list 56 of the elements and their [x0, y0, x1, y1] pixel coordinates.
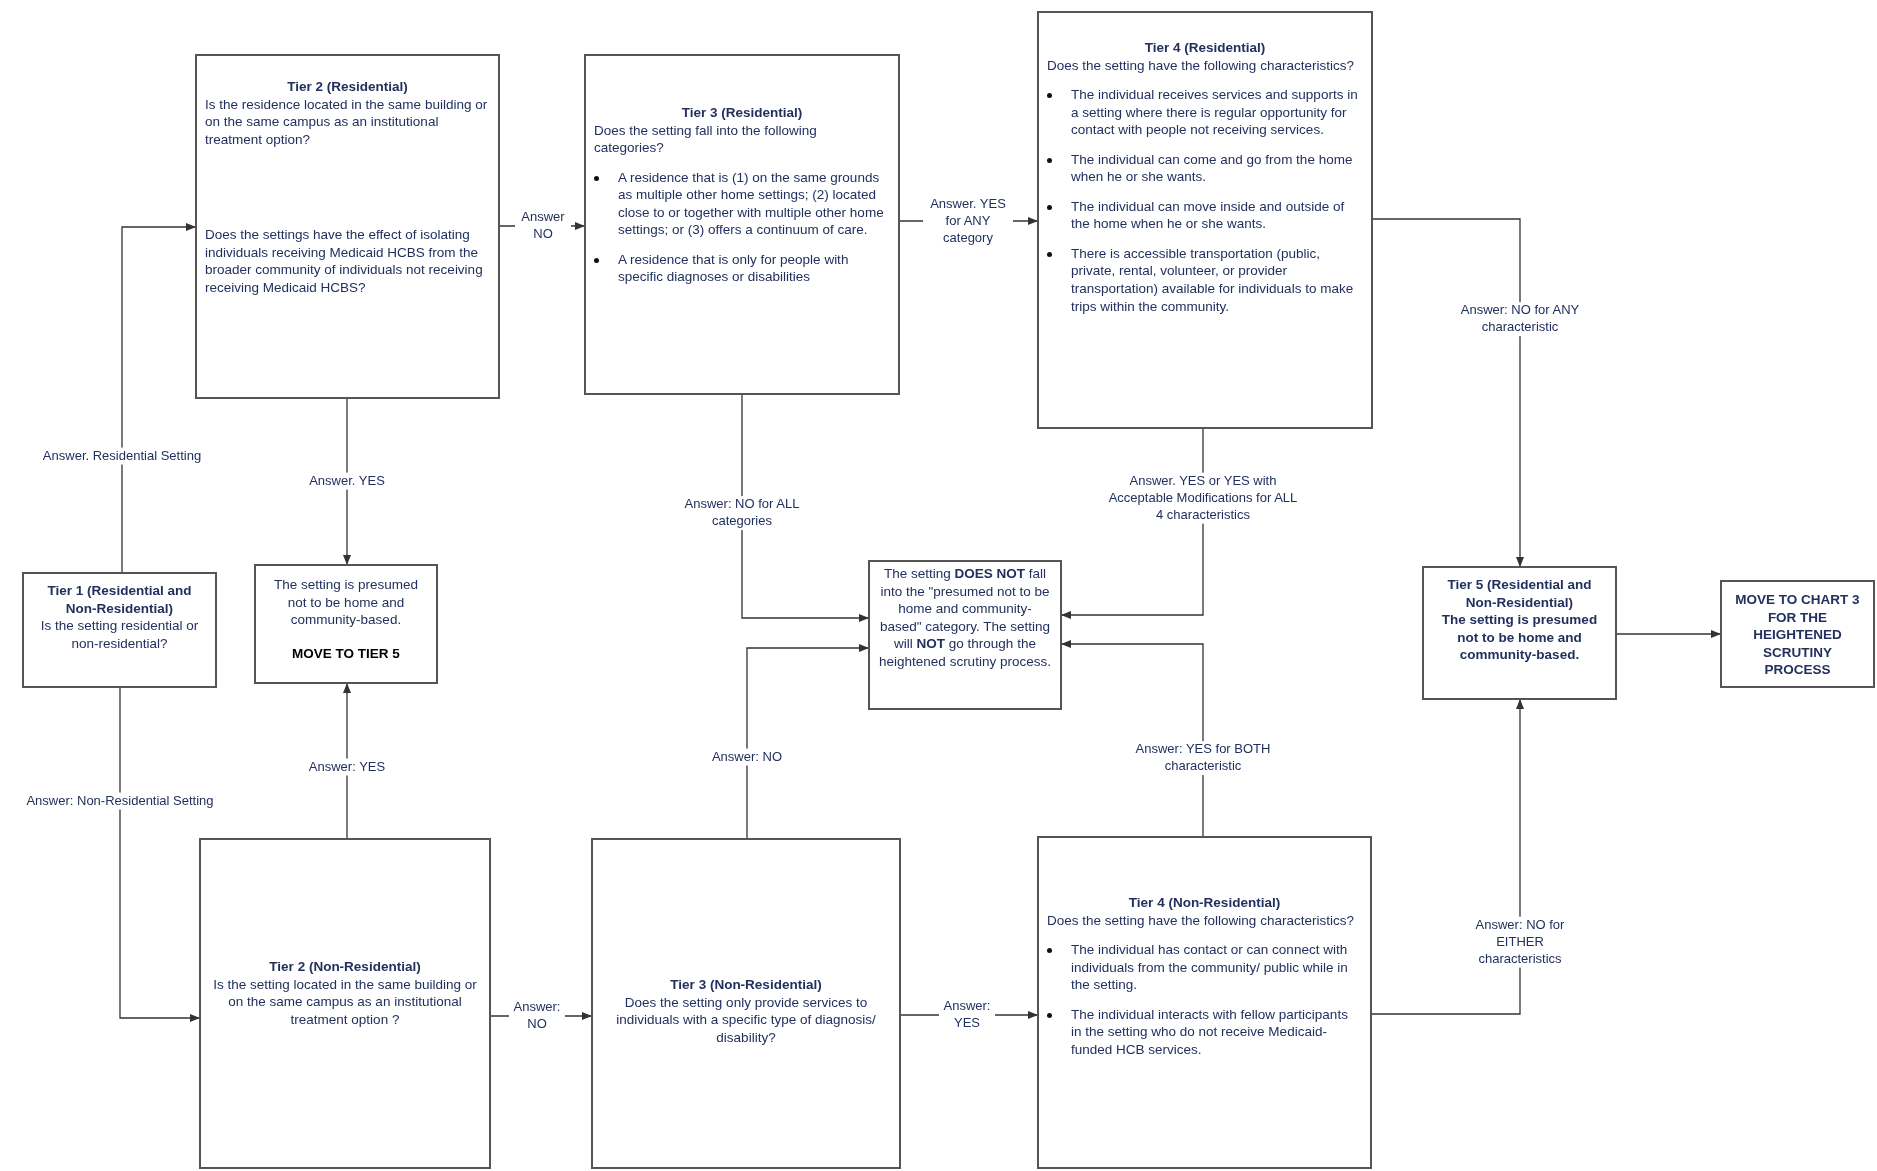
process-box: [254, 564, 438, 684]
edge-label: Answer: YES: [306, 758, 388, 776]
arrow: [741, 394, 869, 622]
box-text: Is the setting located in the same building or on the same campus as an institutional treatment option ?: [212, 975, 478, 1029]
process-box: [1037, 836, 1372, 1169]
box-heading: Tier 2 (Residential): [286, 78, 409, 96]
box-heading: Tier 1 (Residential and Non-Residential): [46, 582, 193, 618]
box-heading: MOVE TO CHART 3 FOR THE HEIGHTENED SCRUTINY PROCESS: [1734, 591, 1861, 679]
box-heading: The setting is presumed not to be home and community-based.: [1440, 611, 1599, 664]
bullet-text: The individual can move inside and outside of the home when he or she wants.: [1071, 197, 1346, 233]
edge-label: Answer. YES: [307, 472, 387, 490]
box-text: The setting DOES NOT fall into the "presumed not to be home and community-based" category. The setting will NOT go through the heightened scrutiny process.: [878, 565, 1052, 671]
box-heading: Tier 4 (Non-Residential): [1127, 894, 1282, 912]
edge-label: Answer: NO: [709, 748, 785, 766]
process-box: [22, 572, 217, 688]
bullet-text: The individual can come and go from the home when he or she wants.: [1071, 150, 1354, 186]
box-text: Is the residence located in the same building or on the same campus as an institutional treatment option?: [205, 95, 489, 149]
arrow: [1371, 699, 1524, 1015]
box-text: Does the setting have the following characteristics?: [1047, 911, 1355, 930]
process-box: [591, 838, 901, 1169]
box-heading: Tier 3 (Residential): [680, 104, 804, 122]
arrow: [343, 398, 351, 565]
edge-label: Answer: NO for ALL categories: [682, 496, 802, 530]
process-box: [868, 560, 1062, 710]
bullet-text: The individual has contact or can connect with individuals from the community/ public while in the setting.: [1071, 941, 1349, 994]
box-text: Does the setting only provide services to individuals with a specific type of diagnosis/ disability?: [615, 993, 877, 1047]
box-text: Does the settings have the effect of isolating individuals receiving Medicaid HCBS from the broader community of individuals not receiving receiving Medicaid HCBS?: [205, 226, 484, 297]
process-box: [1037, 11, 1373, 429]
bullet-text: A residence that is only for people with specific diagnoses or disabilities: [618, 250, 850, 286]
bullet-text: The individual receives services and supports in a setting where there is regular opportunity for contact with people not receiving services.: [1071, 86, 1359, 139]
arrow: [119, 687, 200, 1022]
process-box: [584, 54, 900, 395]
process-box: [1720, 580, 1875, 688]
bullet-text: There is accessible transportation (public, private, rental, volunteer, or provider transportation) available for individuals to make trips within the community.: [1071, 244, 1355, 316]
box-text: Does the setting have the following characteristics?: [1047, 56, 1355, 75]
edge-label: Answer: Non-Residential Setting: [24, 792, 216, 810]
process-box: [195, 54, 500, 399]
process-box: [1422, 566, 1617, 700]
arrow: [1372, 218, 1524, 567]
arrow: [1616, 630, 1721, 638]
arrow: [121, 223, 196, 573]
box-heading: Tier 3 (Non-Residential): [669, 976, 823, 994]
arrow: [746, 644, 869, 839]
edge-label: Answer. Residential Setting: [40, 447, 204, 465]
box-heading: Tier 4 (Residential): [1143, 39, 1267, 57]
box-text: Does the setting fall into the following categories?: [594, 121, 818, 157]
bullet-text: The individual interacts with fellow participants in the setting who do not receive Medicaid-funded HCB services.: [1071, 1005, 1349, 1059]
box-heading: Tier 2 (Non-Residential): [268, 958, 422, 976]
box-text: Is the setting residential or non-residential?: [39, 617, 200, 653]
box-text: MOVE TO TIER 5: [291, 644, 401, 663]
arrow: [343, 683, 351, 839]
box-heading: Tier 5 (Residential and Non-Residential): [1446, 576, 1593, 612]
bullet-text: A residence that is (1) on the same grounds as multiple other home settings; (2) located close to or together with multiple other home settings; or (3) offers a continuum of care.: [618, 168, 885, 239]
box-text: The setting is presumed not to be home and community-based.: [272, 576, 420, 629]
process-box: [199, 838, 491, 1169]
arrow: [1061, 640, 1204, 837]
